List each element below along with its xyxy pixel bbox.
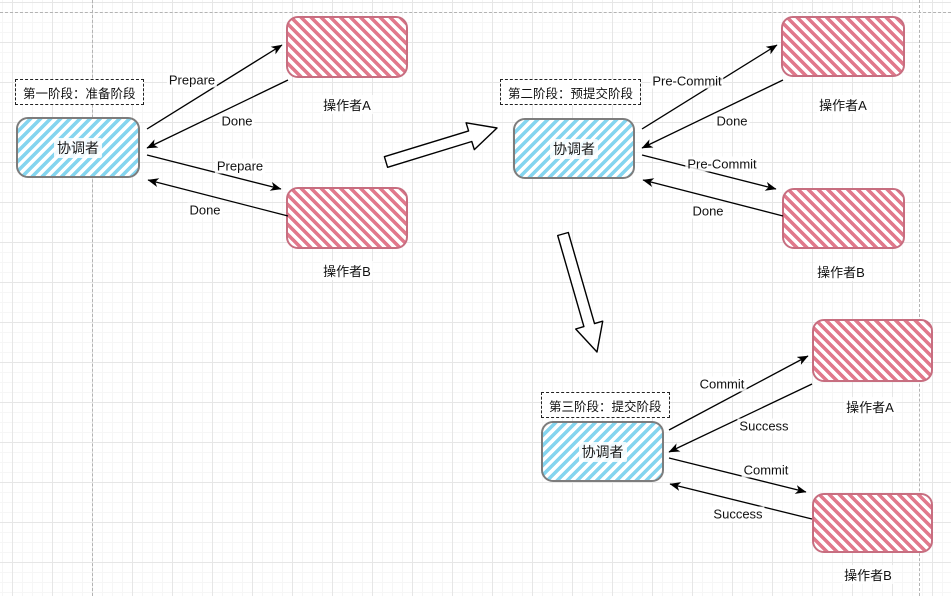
phase-3-label[interactable]: 第三阶段：提交阶段 bbox=[541, 392, 670, 418]
phase-3-operator-a-node[interactable] bbox=[812, 319, 933, 382]
phase-1-prepare-arrow-to-b[interactable] bbox=[146, 154, 282, 191]
phase-2-coordinator-node[interactable]: 协调者 bbox=[513, 118, 635, 179]
phase-2-operator-b-node[interactable] bbox=[782, 188, 905, 249]
page-guide-horizontal bbox=[0, 12, 951, 13]
phase-2-done-arrow-from-a[interactable] bbox=[641, 79, 784, 149]
phase-3-operator-b-node[interactable] bbox=[812, 493, 933, 553]
phase-1-operator-b-label[interactable]: 操作者B bbox=[321, 261, 373, 280]
phase-3-commit-arrow-to-b[interactable] bbox=[668, 457, 807, 494]
phase-2-message-precommit-a[interactable]: Pre-Commit bbox=[650, 73, 724, 89]
phase-1-message-prepare-b[interactable]: Prepare bbox=[214, 158, 266, 174]
phase-3-success-arrow-from-b[interactable] bbox=[669, 482, 813, 520]
page-guide-vertical-left bbox=[92, 0, 93, 596]
phase-1-operator-b-node[interactable] bbox=[286, 187, 408, 249]
phase-3-operator-b-label[interactable]: 操作者B bbox=[842, 565, 894, 584]
phase-3-success-arrow-from-a[interactable] bbox=[668, 383, 813, 453]
phase-1-operator-a-node[interactable] bbox=[286, 16, 408, 78]
page-guide-vertical-right bbox=[919, 0, 920, 596]
phase-2-message-done-b[interactable]: Done bbox=[690, 203, 726, 219]
phase-3-coordinator-node[interactable]: 协调者 bbox=[541, 421, 664, 482]
phase-2-label[interactable]: 第二阶段：预提交阶段 bbox=[500, 79, 642, 105]
phase-2-message-done-a[interactable]: Done bbox=[714, 113, 750, 129]
phase-1-message-done-a[interactable]: Done bbox=[219, 113, 255, 129]
transition-arrow-phase1-to-phase2[interactable] bbox=[383, 122, 498, 169]
phase-1-coordinator-label: 协调者 bbox=[54, 137, 102, 158]
phase-1-coordinator-node[interactable]: 协调者 bbox=[16, 117, 140, 178]
phase-1-operator-a-label[interactable]: 操作者A bbox=[321, 95, 373, 114]
phase-3-commit-arrow-to-a[interactable] bbox=[668, 355, 809, 431]
phase-1-done-arrow-from-a[interactable] bbox=[146, 79, 289, 149]
phase-2-operator-a-label[interactable]: 操作者A bbox=[817, 95, 869, 114]
phase-2-message-precommit-b[interactable]: Pre-Commit bbox=[685, 156, 759, 172]
phase-2-precommit-arrow-to-b[interactable] bbox=[641, 154, 777, 191]
phase-1-message-done-b[interactable]: Done bbox=[187, 202, 223, 218]
phase-1-done-arrow-from-b[interactable] bbox=[147, 178, 289, 217]
phase-1-label[interactable]: 第一阶段：准备阶段 bbox=[15, 79, 144, 105]
phase-3-coordinator-label: 协调者 bbox=[578, 441, 627, 462]
phase-2-done-arrow-from-b[interactable] bbox=[642, 178, 784, 217]
phase-2-operator-a-node[interactable] bbox=[781, 16, 905, 77]
phase-3-message-success-b[interactable]: Success bbox=[711, 506, 765, 522]
phase-3-message-commit-b[interactable]: Commit bbox=[741, 462, 791, 478]
transition-arrow-phase2-to-phase3[interactable] bbox=[557, 231, 604, 353]
phase-2-coordinator-label: 协调者 bbox=[550, 138, 598, 159]
phase-3-operator-a-label[interactable]: 操作者A bbox=[844, 397, 896, 416]
phase-2-operator-b-label[interactable]: 操作者B bbox=[815, 262, 867, 281]
phase-1-message-prepare-a[interactable]: Prepare bbox=[166, 72, 218, 88]
phase-3-message-commit-a[interactable]: Commit bbox=[697, 376, 747, 392]
phase-3-message-success-a[interactable]: Success bbox=[737, 418, 791, 434]
